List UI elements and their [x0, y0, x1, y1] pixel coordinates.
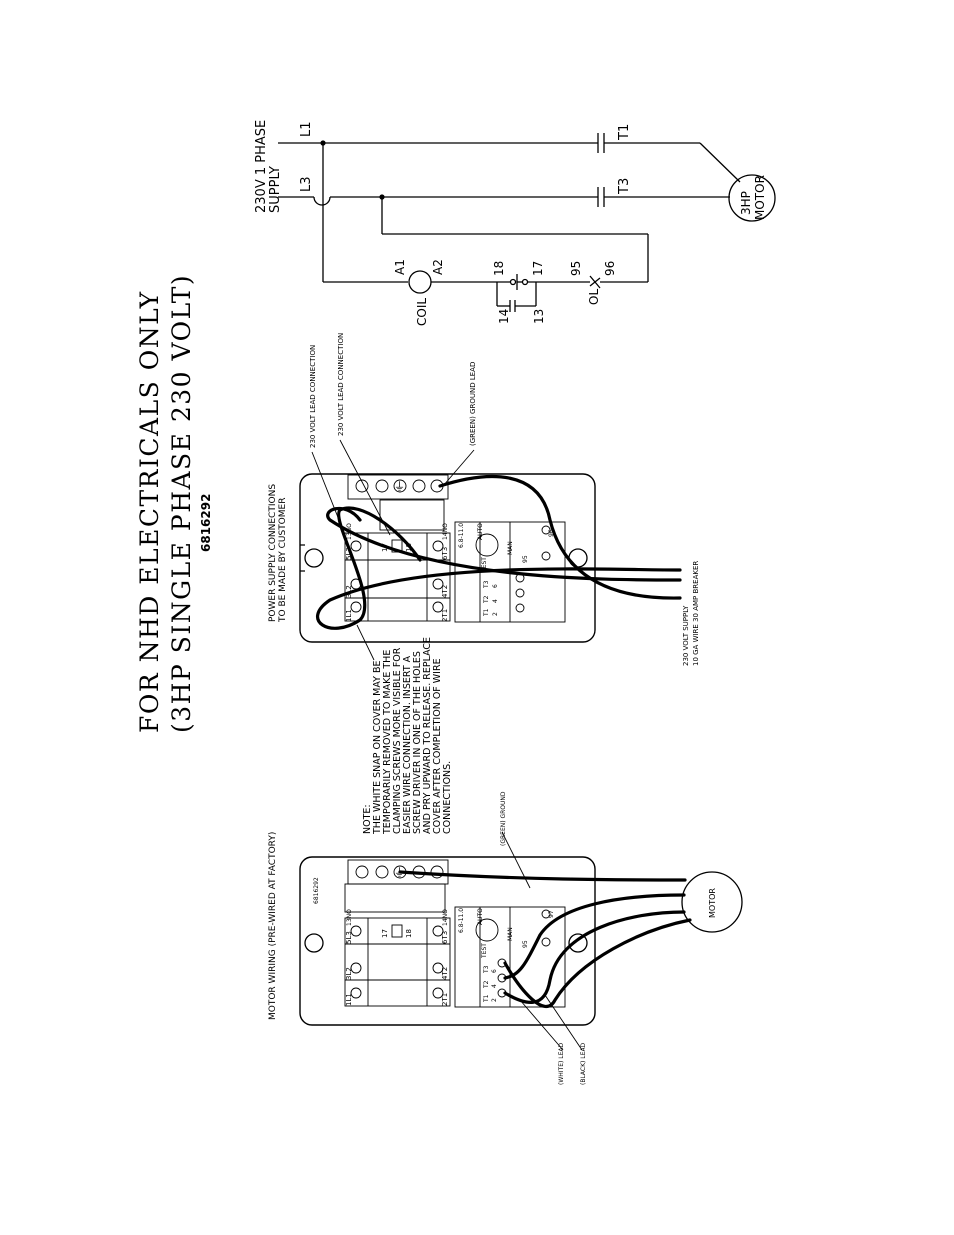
note-line-0: NOTE: — [362, 804, 373, 834]
n14-label: 14 — [497, 309, 511, 324]
mt-sm-t1: T1 — [483, 994, 490, 1003]
black-lead-label: (BLACK) LEAD — [580, 1042, 587, 1085]
pw-term-2t1: 2T1 — [441, 609, 449, 622]
lead-230-a: 230 VOLT LEAD CONNECTION — [309, 345, 317, 448]
l1-label: L1 — [299, 121, 314, 137]
mt-term-1l1: 1L1 — [345, 993, 353, 1006]
pw-sm-t1: T1 — [483, 608, 490, 617]
motor-heading: MOTOR WIRING (PRE-WIRED AT FACTORY) — [268, 832, 278, 1020]
note-block: NOTE: THE WHITE SNAP ON COVER MAY BE TEM… — [362, 637, 453, 835]
mt-term-14no: 14NO — [442, 909, 449, 926]
ground-lead-label: (GREEN) GROUND LEAD — [469, 362, 477, 446]
mt-test-label: TEST — [481, 943, 488, 959]
motor-label-1: 3HP — [739, 191, 753, 215]
note-line-2: TEMPORARILY REMOVED TO MAKE THE — [382, 650, 393, 835]
wiring-motor-symbol — [681, 871, 743, 933]
mt-sm-2: 2 — [491, 998, 498, 1002]
supply-label-230: 230 VOLT SUPPLY — [682, 605, 690, 666]
mt-term-4t2: 4T2 — [441, 967, 449, 980]
lead-230-b: 230 VOLT LEAD CONNECTION — [337, 333, 345, 436]
supply-label-1: 230V 1 PHASE — [254, 120, 269, 213]
note-line-5: SCREW DRIVER IN ONE OF THE HOLES — [412, 651, 423, 834]
pw-sm-4: 4 — [492, 599, 499, 603]
title-line1: FOR NHD ELECTRICALS ONLY — [135, 290, 164, 733]
top-terminals: ⏚ — [355, 479, 444, 493]
n95-label: 95 — [569, 261, 583, 276]
coil-symbol — [408, 270, 432, 294]
title-block: FOR NHD ELECTRICALS ONLY (3HP SINGLE PHA… — [135, 274, 213, 733]
n96-label: 96 — [603, 261, 617, 276]
note-line-8: CONNECTIONS. — [442, 761, 453, 834]
l3-label: L3 — [299, 176, 314, 192]
pw-sm-t2: T2 — [483, 595, 490, 604]
mt-sm-t2: T2 — [483, 980, 490, 989]
pw-man-label: MAN — [507, 541, 514, 555]
n18-label: 18 — [492, 261, 506, 276]
motor-box-part: 6816292 — [313, 877, 320, 904]
title-part-number: 6816292 — [199, 494, 213, 552]
mt-auto-label: AUTO — [477, 908, 484, 925]
schematic: 230V 1 PHASE SUPPLY L1 T1 L3 T3 3HP MOTO… — [254, 120, 776, 326]
pw-term-5l3: 5L3 — [345, 547, 353, 560]
note-line-6: AND PRY UPWARD TO RELEASE. REPLACE — [422, 637, 433, 834]
mt-range-label: 6.8-11.0 — [458, 908, 465, 933]
pw-sm-6: 6 — [492, 584, 499, 588]
power-heading-1: POWER SUPPLY CONNECTIONS — [268, 484, 278, 622]
pw-term-6t3: 6T3 — [441, 547, 449, 560]
motor-ground-label: (GREEN) GROUND — [500, 791, 507, 846]
mt-term-6t3: 6T3 — [441, 931, 449, 944]
mt-term-5l3: 5L3 — [345, 931, 353, 944]
mt-sm-4: 4 — [491, 984, 498, 988]
pw-term-4t2: 4T2 — [441, 585, 449, 598]
note-line-7: COVER AFTER COMPLETION OF WIRE — [432, 658, 443, 834]
pw-ol-95: 95 — [522, 555, 529, 563]
note-line-1: THE WHITE SNAP ON COVER MAY BE — [372, 661, 383, 836]
motor-wiring-box: MOTOR WIRING (PRE-WIRED AT FACTORY) 6816… — [268, 791, 743, 1085]
t1-label: T1 — [617, 124, 632, 141]
pw-range-label: 6.8-11.0 — [458, 523, 465, 548]
pw-test-label: TEST — [481, 557, 488, 573]
power-supply-box: POWER SUPPLY CONNECTIONS TO BE MADE BY C… — [268, 333, 700, 666]
supply-label-2: SUPPLY — [268, 166, 283, 213]
pw-term-1l1: 1L1 — [345, 609, 353, 622]
a2-label: A2 — [431, 259, 445, 275]
power-heading-2: TO BE MADE BY CUSTOMER — [278, 498, 288, 623]
mt-sm-t3: T3 — [483, 965, 490, 974]
mt-ol-95: 95 — [522, 940, 529, 948]
mt-term-17: 17 — [381, 929, 389, 938]
n13-label: 13 — [532, 309, 546, 324]
coil-label: COIL — [415, 298, 429, 326]
mt-term-3l2: 3L2 — [345, 967, 353, 980]
motor-label-2: MOTOR — [753, 175, 767, 220]
pw-term-14no: 14NO — [442, 523, 449, 540]
n17-label: 17 — [531, 261, 545, 276]
pw-ol-96: 96 — [548, 529, 555, 537]
t3-label: T3 — [617, 178, 632, 195]
title-line2: (3HP SINGLE PHASE 230 VOLT) — [167, 274, 196, 733]
ol-label: OL — [587, 289, 601, 305]
mt-ol-97: 97 — [548, 910, 555, 918]
mt-term-13no: 13NO — [346, 909, 353, 926]
mt-sm-6: 6 — [491, 969, 498, 973]
supply-label-gauge: 10 GA WIRE 30 AMP BREAKER — [692, 561, 700, 666]
ground-symbol: ⏚ — [394, 480, 405, 493]
mt-term-2t1: 2T1 — [441, 993, 449, 1006]
pw-sm-2: 2 — [492, 612, 499, 616]
note-line-3: CLAMPING SCREWS MORE VISIBLE FOR — [392, 647, 403, 834]
pw-sm-t3: T3 — [483, 580, 490, 589]
motor-symbol — [728, 174, 776, 222]
mt-man-label: MAN — [507, 927, 514, 941]
mt-term-18: 18 — [405, 929, 413, 938]
note-line-4: EASIER WIRE CONNECTION. INSERT A — [402, 655, 413, 834]
wiring-motor-label: MOTOR — [708, 888, 717, 918]
white-lead-label: (WHITE) LEAD — [558, 1043, 565, 1085]
a1-label: A1 — [393, 259, 407, 275]
pw-auto-label: AUTO — [477, 523, 484, 540]
